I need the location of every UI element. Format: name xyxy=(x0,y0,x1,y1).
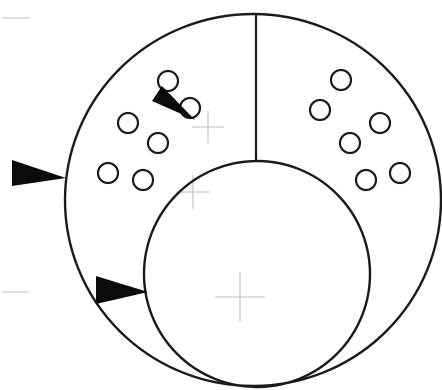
pointer-arrow-inner-circle xyxy=(96,276,148,304)
dot-right-1 xyxy=(331,70,351,90)
dot-left-6 xyxy=(133,170,153,190)
dot-right-4 xyxy=(340,133,360,153)
dot-left-5 xyxy=(98,163,118,183)
outer-circle xyxy=(65,14,441,386)
dot-right-5 xyxy=(390,163,410,183)
dot-left-4 xyxy=(148,133,168,153)
left-dot-cluster xyxy=(98,71,200,190)
dot-right-2 xyxy=(310,100,330,120)
crosshair-lower xyxy=(215,272,265,322)
dot-left-3 xyxy=(118,113,138,133)
pointers xyxy=(12,86,195,304)
inner-circle xyxy=(144,161,370,387)
right-dot-cluster xyxy=(310,70,410,190)
dot-right-3 xyxy=(370,113,390,133)
pointer-arrow-outer-circle xyxy=(12,160,66,186)
dot-right-6 xyxy=(356,170,376,190)
